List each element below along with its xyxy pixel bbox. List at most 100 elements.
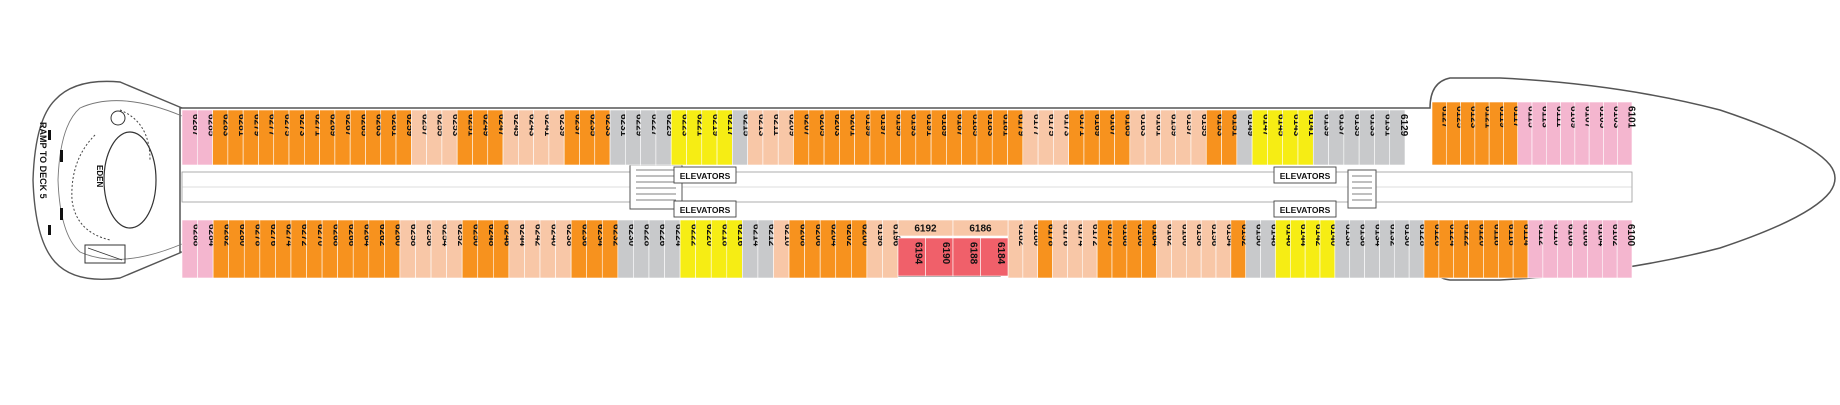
cabin-number: 6158 — [1194, 224, 1205, 247]
cabin-6278[interactable]: 6278 — [243, 219, 264, 279]
cabin-6142[interactable]: 6142 — [1304, 219, 1324, 279]
cabin-number: 6215 — [740, 114, 751, 137]
cabin-number: 6133 — [1367, 114, 1378, 137]
cabin-number: 6111 — [1554, 106, 1565, 128]
cabin-6212[interactable]: 6212 — [757, 219, 777, 279]
cabin-6187[interactable]: 6187 — [946, 109, 966, 166]
cabin-6180[interactable]: 6180 — [1022, 219, 1042, 279]
cabin-number: 6188 — [967, 242, 978, 265]
cabin-number: 6107 — [1583, 106, 1594, 129]
cabin-6143[interactable]: 6143 — [1282, 109, 1302, 166]
cabin-6106[interactable]: 6106 — [1572, 219, 1592, 279]
cabin-6244[interactable]: 6244 — [508, 219, 528, 279]
cabin-6171[interactable]: 6171 — [1068, 109, 1088, 166]
cabin-number: 6115 — [1525, 106, 1536, 128]
cabin-6220[interactable]: 6220 — [695, 219, 715, 279]
cabin-number: 6124 — [1447, 224, 1458, 247]
cabin-6113[interactable]: 6113 — [1531, 101, 1551, 166]
cabin-number: 6173 — [1062, 114, 1073, 137]
cabin-6190[interactable]: 6190 — [925, 237, 954, 277]
cabin-number: 6122 — [1462, 224, 1473, 247]
cabin-6110[interactable]: 6110 — [1542, 219, 1562, 279]
cabin-number: 6272 — [299, 224, 310, 247]
cabin-6162[interactable]: 6162 — [1156, 219, 1176, 279]
cabin-number: 6130 — [1402, 224, 1413, 247]
cabin-6225[interactable]: 6225 — [655, 109, 675, 166]
cabin-number: 6101 — [1625, 106, 1636, 129]
cabin-number: 6214 — [751, 224, 762, 247]
cabin-6184[interactable]: 6184 — [980, 237, 1009, 277]
cabin-6227[interactable]: 6227 — [640, 109, 660, 166]
cabin-6252[interactable]: 6252 — [446, 219, 466, 279]
cabin-6270[interactable]: 6270 — [306, 219, 326, 279]
cabin-number: 6181 — [1000, 114, 1011, 137]
cabin-number: 6282 — [221, 224, 232, 247]
cabin-6101[interactable]: 6101 — [1617, 101, 1637, 166]
cabin-6100[interactable]: 6100 — [1616, 219, 1636, 279]
elevator-lobby-fwd: ELEVATORS ELEVATORS — [1273, 166, 1377, 218]
cabin-6186[interactable]: 6186 — [952, 219, 1009, 237]
cabin-number: 6171 — [1077, 114, 1088, 137]
cabin-number: 6232 — [611, 224, 622, 247]
cabin-number: 6262 — [377, 224, 388, 247]
cabin-number: 6170 — [1105, 224, 1116, 247]
cabin-number: 6263 — [374, 114, 385, 137]
cabin-6224[interactable]: 6224 — [664, 219, 684, 279]
cabin-6240[interactable]: 6240 — [539, 219, 559, 279]
cabin-6204[interactable]: 6204 — [819, 219, 839, 279]
cabin-number: 6194 — [912, 242, 923, 265]
cabin-number: 6195 — [893, 114, 904, 137]
cabin-6237[interactable]: 6237 — [563, 109, 583, 166]
cabin-6282[interactable]: 6282 — [212, 219, 232, 279]
cabin-6185[interactable]: 6185 — [961, 109, 981, 166]
cabin-6188[interactable]: 6188 — [952, 237, 981, 277]
cabin-number: 6220 — [704, 224, 715, 247]
cabin-6166[interactable]: 6166 — [1126, 219, 1146, 279]
cabin-6207[interactable]: 6207 — [793, 109, 813, 166]
cabin-6105[interactable]: 6105 — [1588, 101, 1608, 166]
cabin-number: 6127 — [1440, 106, 1451, 129]
cabin-number: 6236 — [579, 224, 590, 247]
cabin-number: 6137 — [1337, 114, 1348, 137]
cabin-6159[interactable]: 6159 — [1160, 109, 1180, 166]
cabin-number: 6196 — [891, 224, 902, 247]
cabin-6128[interactable]: 6128 — [1408, 219, 1428, 279]
cabin-6209[interactable]: 6209 — [777, 109, 797, 166]
cabin-6287[interactable]: 6287 — [181, 109, 201, 166]
cabin-6258[interactable]: 6258 — [399, 219, 419, 279]
cabin-6124[interactable]: 6124 — [1438, 219, 1458, 279]
cabin-6269[interactable]: 6269 — [319, 109, 339, 166]
cabin-6239[interactable]: 6239 — [548, 109, 568, 166]
cabin-6192[interactable]: 6192 — [897, 219, 954, 237]
cabin-number: 6156 — [1209, 224, 1220, 247]
cabin-6174[interactable]: 6174 — [1067, 219, 1086, 279]
cabin-6195[interactable]: 6195 — [884, 109, 904, 166]
cabin-number: 6273 — [297, 114, 308, 137]
cabin-6135[interactable]: 6135 — [1343, 109, 1363, 166]
cabin-6266[interactable]: 6266 — [337, 219, 357, 279]
cabin-number: 6253 — [450, 114, 461, 137]
cabin-6104[interactable]: 6104 — [1587, 219, 1606, 279]
cabin-6126[interactable]: 6126 — [1423, 219, 1443, 279]
cabin-6132[interactable]: 6132 — [1379, 219, 1398, 279]
cabin-6217[interactable]: 6217 — [716, 109, 736, 166]
cabin-number: 6210 — [782, 224, 793, 247]
cabin-6168[interactable]: 6168 — [1111, 219, 1131, 279]
cabin-6152[interactable]: 6152 — [1230, 219, 1250, 279]
cabin-number: 6121 — [1483, 106, 1494, 129]
cabin-6272[interactable]: 6272 — [290, 219, 310, 279]
cabin-number: 6248 — [486, 224, 497, 247]
cabin-6194[interactable]: 6194 — [897, 237, 926, 277]
cabin-number: 6227 — [649, 114, 660, 137]
cabin-6233[interactable]: 6233 — [594, 109, 614, 166]
cabin-number: 6240 — [548, 224, 559, 247]
cabin-6129[interactable]: 6129 — [1389, 109, 1409, 166]
cabin-number: 6287 — [190, 114, 201, 137]
cabin-6116[interactable]: 6116 — [1497, 219, 1517, 279]
cabin-6236[interactable]: 6236 — [570, 219, 590, 279]
cabin-number: 6169 — [1092, 114, 1103, 137]
cabin-number: 6116 — [1506, 224, 1517, 246]
cabin-6107[interactable]: 6107 — [1574, 101, 1594, 166]
cabin-number: 6275 — [282, 114, 293, 137]
